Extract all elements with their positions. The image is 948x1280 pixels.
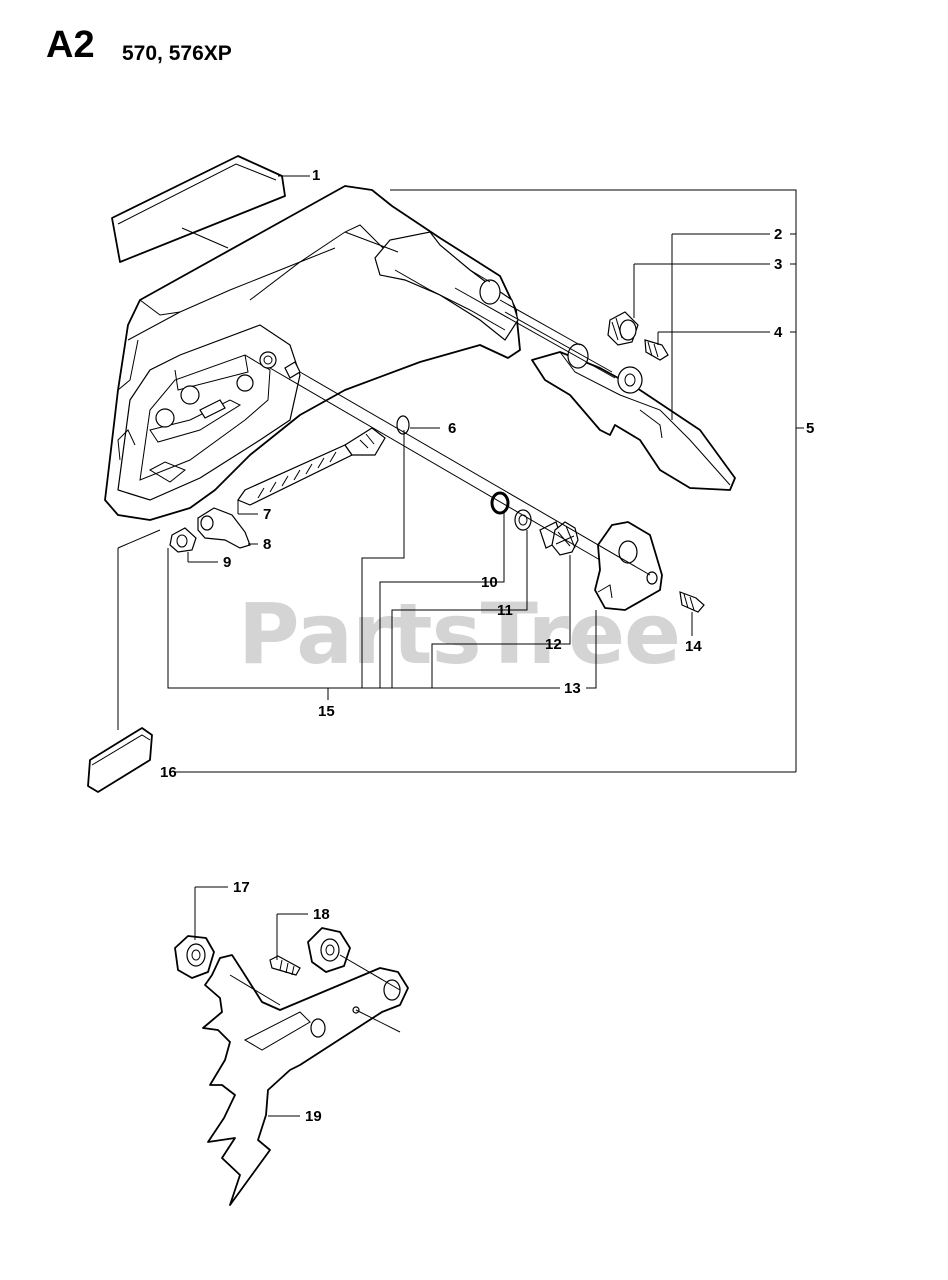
part-10-ring <box>490 491 510 515</box>
callout-10: 10 <box>481 574 498 591</box>
part-18-nut <box>307 927 351 973</box>
callout-12: 12 <box>545 636 562 653</box>
callout-1: 1 <box>312 167 320 184</box>
callout-18: 18 <box>313 906 330 923</box>
model-numbers: 570, 576XP <box>122 42 232 65</box>
callout-3: 3 <box>774 256 782 273</box>
part-12-gear <box>539 521 579 556</box>
part-4-screw <box>644 339 669 361</box>
callout-14: 14 <box>685 638 702 655</box>
part-11-washer <box>514 509 532 531</box>
part-18-screw <box>269 955 301 976</box>
leader-lines <box>117 175 804 1117</box>
callout-4: 4 <box>774 324 783 341</box>
part-17-nut <box>174 935 215 979</box>
callout-13: 13 <box>564 680 581 697</box>
callout-9: 9 <box>223 554 231 571</box>
part-2-plate <box>531 343 736 491</box>
callout-8: 8 <box>263 536 271 553</box>
part-14-screw <box>679 591 705 613</box>
callout-19: 19 <box>305 1108 322 1125</box>
part-19-spike-bar <box>202 954 409 1206</box>
part-8-tension-nut <box>197 507 251 549</box>
part-13-cover <box>594 521 663 611</box>
callout-11: 11 <box>497 602 513 619</box>
callout-5: 5 <box>806 420 814 437</box>
callout-2: 2 <box>774 226 782 243</box>
part-5-clutch-cover <box>104 185 521 521</box>
callout-16: 16 <box>160 764 177 781</box>
part-1-decal <box>111 155 286 263</box>
part-3-spike-nut <box>607 311 639 346</box>
callout-15: 15 <box>318 703 335 720</box>
callout-labels: 1 2 3 4 5 6 7 8 9 10 11 12 13 14 15 16 1… <box>160 167 814 1125</box>
section-code: A2 <box>46 24 95 66</box>
part-7-tension-screw <box>237 427 386 506</box>
callout-6: 6 <box>448 420 456 437</box>
callout-7: 7 <box>263 506 271 523</box>
callout-17: 17 <box>233 879 250 896</box>
part-16-pad <box>87 727 153 793</box>
part-9-nut <box>169 527 197 553</box>
